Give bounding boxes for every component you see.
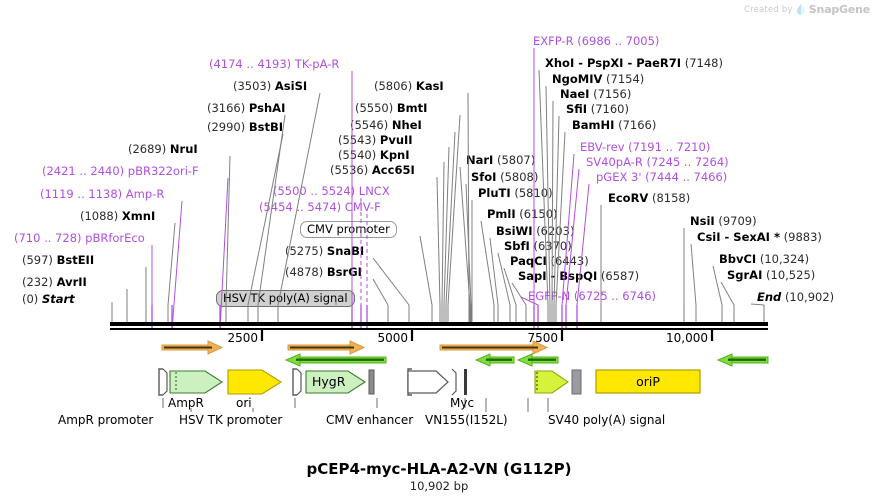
primer-arrow-orange-3 <box>439 340 549 355</box>
feature-hygr-label: HygR <box>312 374 346 389</box>
feature-vn155 <box>407 370 449 394</box>
feature-hygr-terminator <box>368 369 375 395</box>
ruler-tick-5000: 5000 <box>377 331 408 345</box>
feature-myc <box>464 369 467 395</box>
label-tk-pa-r: (4174 .. 4193) TK-pA-R <box>209 57 340 71</box>
label-nhei: (5546) NheI <box>350 118 422 132</box>
feature-ampr <box>169 370 224 394</box>
feature-hsv-tk-promoter <box>292 368 297 396</box>
label-egfp-n: EGFP-N (6725 .. 6746) <box>528 289 657 303</box>
feature-name-hsv-tk-promoter: HSV TK promoter <box>179 413 283 427</box>
primer-arrow-green-4 <box>716 353 769 367</box>
ruler-tick-2500: 2500 <box>227 331 258 345</box>
primer-arrows-forward[interactable] <box>161 340 549 355</box>
label-ngomiv: NgoMIV (7154) <box>552 72 645 86</box>
label-snabi: (5275) SnaBI <box>285 244 365 258</box>
watermark-brand: SnapGene <box>808 3 870 16</box>
primer-arrow-green-3 <box>516 353 559 367</box>
primer-arrow-orange-2 <box>287 340 366 355</box>
label-sgrai: SgrAI (10,525) <box>727 268 816 282</box>
label-acc65i: (5536) Acc65I <box>330 163 415 177</box>
leader-lines-mid <box>335 92 470 306</box>
feature-sv40-terminator <box>571 369 582 395</box>
label-kasi: (5806) KasI <box>374 79 444 93</box>
watermark-prefix: Created by <box>743 4 793 15</box>
label-end: End (10,902) <box>757 290 835 304</box>
primer-arrow-green-2 <box>474 353 515 367</box>
label-bmti: (5550) BmtI <box>355 101 428 115</box>
label-nrui: (2689) NruI <box>128 142 198 156</box>
label-nari: NarI (5807) <box>466 153 536 167</box>
snapgene-watermark: Created by SnapGene <box>744 3 870 16</box>
label-pluti: PluTI (5810) <box>478 186 553 200</box>
ruler-tick-10000: 10,000 <box>666 331 708 345</box>
label-kpni: (5540) KpnI <box>338 148 410 162</box>
feature-callout-cmv-promoter[interactable]: CMV promoter <box>300 221 397 239</box>
feature-glyphs[interactable]: HygR oriP <box>158 368 701 396</box>
leader-lines-left <box>111 71 353 331</box>
snapgene-logo-icon <box>796 4 805 15</box>
label-ecorv: EcoRV (8158) <box>608 191 691 205</box>
label-bstbi: (2990) BstBI <box>207 120 284 134</box>
label-bsrgi: (4878) BsrGI <box>285 265 362 279</box>
label-exfp-r: EXFP-R (6986 .. 7005) <box>533 34 660 48</box>
label-csii-sexai: CsiI - SexAI * (9883) <box>697 230 822 244</box>
feature-name-cmv-enhancer: CMV enhancer <box>326 413 414 427</box>
feature-name-ampr: AmpR <box>168 396 204 410</box>
label-pbrforeco: (710 .. 728) pBRforEco <box>14 231 145 245</box>
ruler-tick-7500: 7500 <box>527 331 558 345</box>
feature-name-myc: Myc <box>450 396 475 410</box>
feature-callout-hsv-tk-polya[interactable]: HSV TK poly(A) signal <box>216 290 355 308</box>
label-bamhi: BamHI (7166) <box>572 118 657 132</box>
label-pgex3: pGEX 3' (7444 .. 7466) <box>596 170 728 184</box>
label-ebv-rev: EBV-rev (7191 .. 7210) <box>580 140 711 154</box>
page-subtitle: 10,902 bp <box>409 479 469 493</box>
label-sfii: SfiI (7160) <box>566 102 629 116</box>
feature-name-ori: ori <box>236 396 252 410</box>
label-pshai: (3166) PshAI <box>207 101 286 115</box>
label-pmli: PmlI (6150) <box>487 207 558 221</box>
label-amp-r: (1119 .. 1138) Amp-R <box>40 187 165 201</box>
label-bsteii: (597) BstEII <box>22 253 95 267</box>
feature-ori <box>227 369 283 395</box>
label-sv40pa-r: SV40pA-R (7245 .. 7264) <box>586 155 729 169</box>
label-bsiwi: BsiWI (6203) <box>496 224 575 238</box>
label-nsii: NsiI (9709) <box>690 214 757 228</box>
label-cmv-f: (5454 .. 5474) CMV-F <box>259 200 381 214</box>
feature-name-sv40-polya: SV40 poly(A) signal <box>548 413 666 427</box>
feature-name-vn155: VN155(I152L) <box>425 413 508 427</box>
restriction-site-ticks <box>111 305 765 330</box>
label-paqci: PaqCI (6443) <box>510 254 589 268</box>
primer-arrows-reverse[interactable] <box>284 353 769 367</box>
primer-arrow-orange-1 <box>161 340 224 355</box>
primer-arrow-green-1 <box>284 353 387 367</box>
label-bbvci: BbvCI (10,324) <box>719 252 810 266</box>
page-title: pCEP4-myc-HLA-A2-VN (G112P) <box>306 460 572 478</box>
feature-orip-label: oriP <box>636 374 660 389</box>
label-asisi: (3503) AsiSI <box>233 79 308 93</box>
label-pbr322ori-f: (2421 .. 2440) pBR322ori-F <box>42 164 199 178</box>
feature-name-leaders <box>162 398 549 412</box>
label-avrii: (232) AvrII <box>22 275 87 289</box>
label-xmni: (1088) XmnI <box>80 209 156 223</box>
label-sfoi: SfoI (5808) <box>471 170 539 184</box>
label-pvuii: (5543) PvuII <box>338 133 413 147</box>
feature-ampr-promoter <box>158 368 163 396</box>
feature-sv40-polya <box>534 370 569 394</box>
label-lncx: (5500 .. 5524) LNCX <box>273 184 390 198</box>
feature-name-ampr-promoter: AmpR promoter <box>58 413 154 427</box>
label-naei: NaeI (7156) <box>560 87 632 101</box>
feature-orip: oriP <box>595 369 701 394</box>
leader-lines-right <box>459 48 765 306</box>
feature-hygr: HygR <box>305 370 367 394</box>
label-xhoi-pspxi-paer7i: XhoI - PspXI - PaeR7I (7148) <box>545 56 723 70</box>
label-start: (0) Start <box>22 292 75 306</box>
